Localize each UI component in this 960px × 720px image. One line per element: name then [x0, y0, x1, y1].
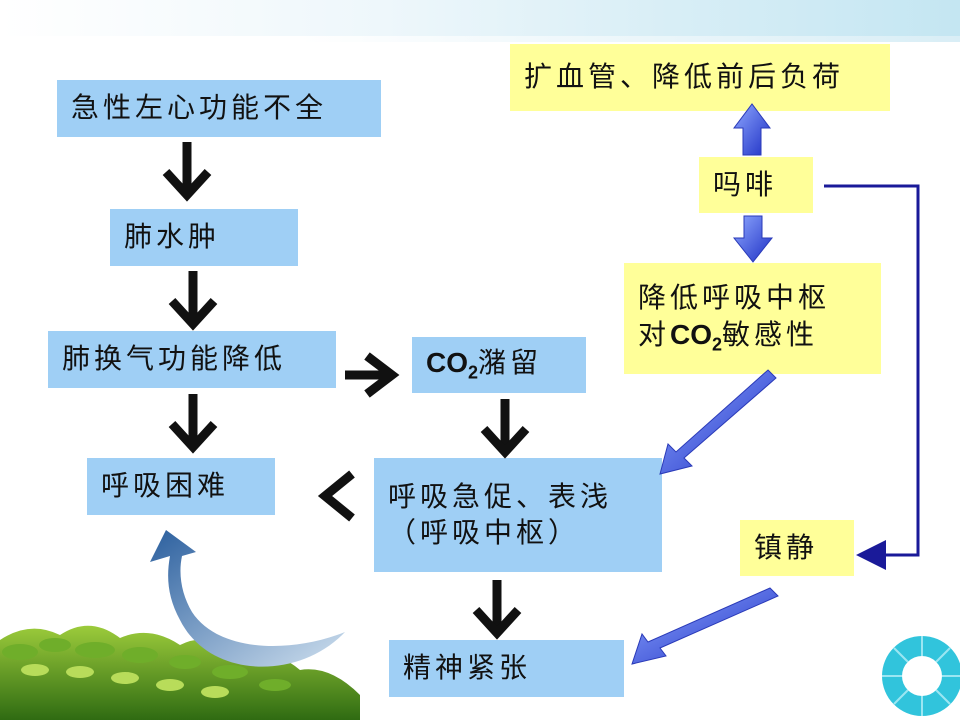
down-arrow-icon	[472, 580, 522, 640]
box-mental-tension-text: 精神紧张	[403, 651, 532, 685]
box-morphine-text: 吗啡	[713, 167, 778, 201]
co2-formula: CO2	[426, 347, 478, 383]
up-arrow-icon	[733, 103, 771, 156]
down-arrow-icon	[480, 399, 530, 459]
reduce-co2-subscript: 2	[712, 334, 723, 355]
co2-retention-suffix: 潴留	[478, 346, 543, 379]
right-arrow-icon	[345, 352, 400, 398]
box-co2-retention: CO2潴留	[412, 337, 586, 393]
header-stripe-accent	[300, 36, 960, 42]
box-reduce-sensitivity-line2: 对CO2敏感性	[638, 317, 818, 357]
down-arrow-icon	[168, 271, 218, 331]
box-vasodilation: 扩血管、降低前后负荷	[510, 44, 890, 111]
co2-subscript: 2	[468, 362, 479, 383]
down-blue-arrow-icon	[732, 215, 774, 263]
box-vasodilation-text: 扩血管、降低前后负荷	[524, 60, 845, 94]
box-gas-exchange-reduced-text: 肺换气功能降低	[62, 342, 287, 376]
box-mental-tension: 精神紧张	[389, 640, 624, 697]
box-reduce-sensitivity-line1: 降低呼吸中枢	[638, 281, 831, 315]
ring-logo-icon	[882, 636, 960, 716]
box-acute-left-heart-failure-text: 急性左心功能不全	[71, 91, 328, 125]
box-sedation: 镇静	[740, 520, 854, 576]
header-stripe	[0, 0, 960, 36]
reduce-co2-formula: CO2	[670, 318, 722, 355]
left-arrow-icon	[317, 470, 355, 522]
diagonal-blue-arrow-icon	[631, 587, 779, 665]
box-rapid-breathing-line2: （呼吸中枢）	[388, 516, 581, 549]
box-acute-left-heart-failure: 急性左心功能不全	[57, 80, 381, 137]
box-co2-retention-text: CO2潴留	[426, 345, 542, 385]
box-dyspnea: 呼吸困难	[87, 458, 275, 515]
reduce-prefix: 对	[638, 317, 671, 351]
box-reduce-sensitivity: 降低呼吸中枢 对CO2敏感性	[624, 263, 881, 374]
box-sedation-text: 镇静	[754, 530, 819, 564]
reduce-co2-symbol: CO	[670, 318, 713, 350]
box-morphine: 吗啡	[699, 157, 813, 213]
box-pulmonary-edema-text: 肺水肿	[124, 220, 221, 254]
box-dyspnea-text: 呼吸困难	[101, 469, 230, 503]
down-arrow-icon	[162, 142, 212, 202]
box-rapid-shallow-breathing: 呼吸急促、表浅 （呼吸中枢）	[374, 458, 662, 572]
down-arrow-icon	[168, 394, 218, 454]
reduce-suffix: 敏感性	[722, 317, 819, 351]
box-gas-exchange-reduced: 肺换气功能降低	[48, 331, 336, 388]
box-pulmonary-edema: 肺水肿	[110, 209, 298, 266]
diagonal-blue-arrow-icon	[659, 369, 777, 475]
co2-symbol: CO	[426, 347, 468, 378]
box-rapid-breathing-line1: 呼吸急促、表浅	[388, 479, 613, 513]
plants-decoration	[0, 625, 360, 720]
